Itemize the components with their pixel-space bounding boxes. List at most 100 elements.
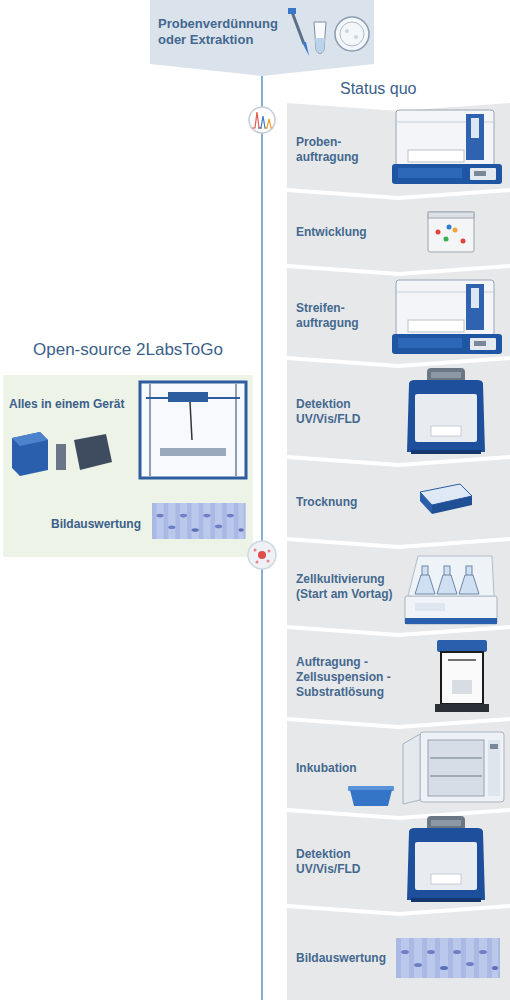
- tlc-visualizer: [407, 816, 485, 902]
- incubator-oven: [420, 732, 504, 802]
- shaker-incubator: [415, 603, 445, 611]
- chevron-fill: [287, 908, 510, 1000]
- incubator-oven: [430, 758, 482, 776]
- dish-icon: [340, 22, 364, 46]
- shaker-incubator: [405, 596, 497, 624]
- chevron-fill: [287, 192, 510, 272]
- incubator-oven: [428, 740, 484, 796]
- developing-chamber: [447, 225, 452, 230]
- plate-image: [396, 938, 500, 978]
- chromatogram-icon: [249, 107, 275, 133]
- dish-icon: [335, 17, 369, 51]
- all-in-one-device: [140, 382, 246, 478]
- bioassay-icon: [248, 541, 276, 569]
- step-label: Inkubation: [296, 761, 398, 776]
- tube-icon: [315, 38, 325, 53]
- developing-chamber: [428, 212, 474, 218]
- chevron-fill: [287, 721, 510, 816]
- chromatogram-icon: [249, 107, 275, 133]
- bioassay-icon: [258, 551, 266, 559]
- step-label: Entwicklung: [296, 225, 398, 240]
- sprayer: [435, 640, 489, 712]
- panel-text: Bildauswertung: [51, 516, 253, 532]
- process-step-box: Trocknung: [287, 459, 510, 545]
- device-parts: [12, 432, 48, 476]
- step-label: Trocknung: [296, 495, 398, 510]
- chevron-fill: [287, 103, 510, 196]
- shaker-incubator: [405, 556, 497, 624]
- all-in-one-device: [140, 382, 246, 478]
- step-label: Bildauswertung: [296, 951, 398, 966]
- shaker-incubator: [437, 575, 457, 594]
- device-parts: [56, 444, 66, 470]
- chromatogram-icon: [258, 116, 267, 128]
- incubator-oven: [403, 734, 420, 804]
- bioassay-icon: [254, 549, 257, 552]
- process-step-box: Entwicklung: [287, 192, 510, 272]
- sprayer: [441, 652, 483, 704]
- tlc-sampler: [392, 110, 502, 184]
- incubation-box: [348, 786, 394, 806]
- tube-icon: [314, 22, 326, 54]
- step-label: Streifen- auftragung: [296, 301, 398, 331]
- step-label: Detektion UV/Vis/FLD: [296, 847, 398, 877]
- sprayer: [448, 659, 476, 661]
- chevron-fill: [287, 268, 510, 364]
- step-label: Detektion UV/Vis/FLD: [296, 397, 398, 427]
- column-heading: Status quo: [340, 79, 417, 99]
- dish-icon: [335, 17, 369, 51]
- chevron-fill: [287, 629, 510, 725]
- tube-icon: [314, 22, 326, 54]
- dish-icon: [354, 35, 358, 39]
- chevron-fill: [287, 812, 510, 912]
- incubator-oven: [403, 732, 504, 804]
- tlc-visualizer: [407, 368, 485, 454]
- chromatogram-icon: [264, 119, 273, 128]
- plate-image: [152, 503, 246, 539]
- bioassay-icon: [248, 541, 276, 569]
- sprayer: [437, 640, 487, 652]
- panel-heading: Open-source 2LabsToGo: [3, 340, 253, 360]
- bioassay-icon: [268, 550, 271, 553]
- shaker-incubator: [459, 575, 479, 594]
- chromatogram-icon: [252, 112, 262, 128]
- bioassay-icon: [267, 560, 270, 563]
- all-in-one-device: [190, 402, 192, 440]
- sprayer: [435, 704, 489, 712]
- step-label: Proben- auftragung: [296, 135, 398, 165]
- step-label: Auftragung - Zellsuspension - Substratlö…: [296, 655, 410, 700]
- chevron-fill: [287, 360, 510, 463]
- timeline-line: [262, 76, 263, 1000]
- developing-chamber: [444, 237, 449, 242]
- dish-icon: [345, 29, 349, 33]
- chevron-fill: [287, 541, 510, 633]
- developing-chamber: [461, 239, 466, 244]
- box-fill: [150, 0, 374, 76]
- incubator-oven: [490, 744, 498, 749]
- panel-fill: [3, 375, 253, 557]
- developing-chamber: [428, 212, 474, 252]
- developing-chamber: [428, 212, 474, 252]
- shaker-incubator: [405, 618, 497, 624]
- incubator-oven: [488, 740, 500, 796]
- shaker-incubator: [415, 575, 435, 594]
- incubation-box: [350, 790, 392, 806]
- bioassay-icon: [256, 561, 259, 564]
- all-in-one-device: [168, 392, 208, 402]
- sprayer: [452, 680, 472, 694]
- developing-chamber: [453, 228, 458, 233]
- panel-text: Alles in einem Gerät: [9, 396, 253, 412]
- step-label: Zellkultivierung (Start am Vortag): [296, 572, 410, 602]
- step-label: Probenverdünnung oder Extraktion: [158, 16, 284, 48]
- chevron-fill: [287, 459, 510, 545]
- all-in-one-device: [160, 448, 226, 456]
- label-anchor: Status quo: [340, 79, 417, 99]
- pipette-icon: [288, 8, 296, 14]
- developing-chamber: [436, 230, 441, 235]
- timeline-line: [261, 76, 263, 1000]
- shaker-incubator: [408, 556, 494, 596]
- tlc-sampler: [392, 280, 502, 354]
